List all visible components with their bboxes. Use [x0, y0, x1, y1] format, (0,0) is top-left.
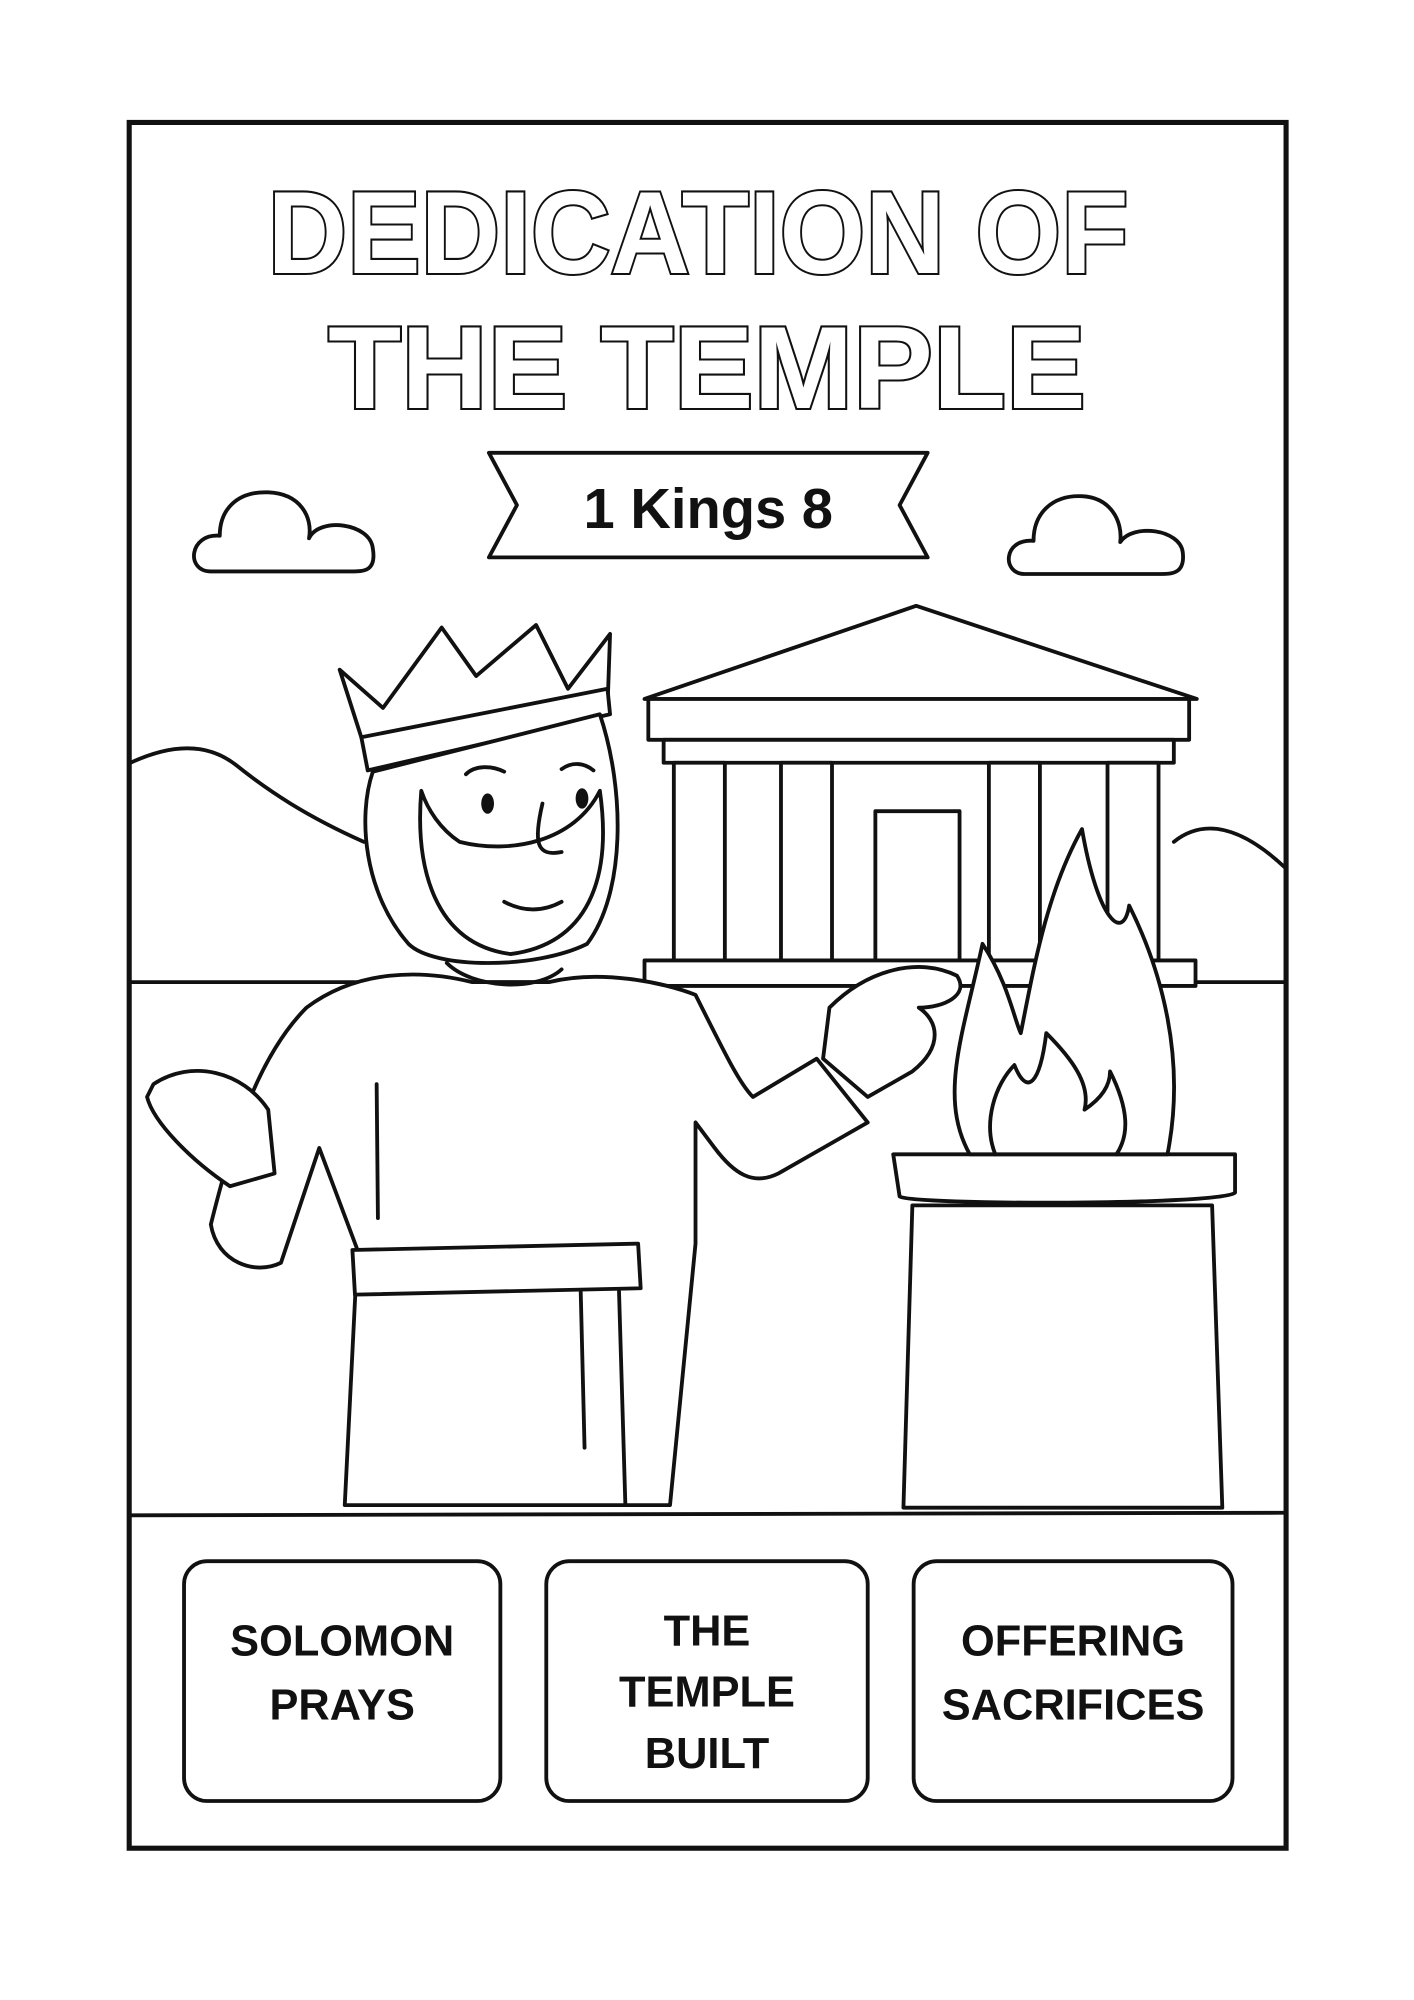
label-box-offering-sacrifices: OFFERING SACRIFICES — [911, 1559, 1235, 1803]
temple — [642, 603, 1199, 988]
king-solomon — [145, 623, 963, 1508]
cloud-icon — [1007, 494, 1185, 576]
ground-line — [128, 1510, 1287, 1518]
box-label-line: SACRIFICES — [942, 1681, 1205, 1729]
label-box-solomon-prays: SOLOMON PRAYS — [182, 1559, 503, 1803]
box-label-line: OFFERING — [961, 1618, 1185, 1666]
box-label-line: THE — [664, 1607, 751, 1655]
title-line-2: THE TEMPLE — [328, 302, 1086, 433]
box-label-line: SOLOMON — [230, 1618, 454, 1666]
box-label-line: PRAYS — [269, 1681, 414, 1729]
title-line-1: DEDICATION OF — [268, 167, 1129, 298]
box-label-line: BUILT — [645, 1730, 770, 1778]
box-label-line: TEMPLE — [619, 1669, 795, 1717]
cloud-icon — [192, 490, 376, 574]
altar-with-fire — [891, 827, 1237, 1510]
reference-banner: 1 Kings 8 — [486, 450, 930, 560]
label-box-temple-built: THE TEMPLE BUILT — [544, 1559, 870, 1803]
reference-text: 1 Kings 8 — [584, 477, 833, 540]
